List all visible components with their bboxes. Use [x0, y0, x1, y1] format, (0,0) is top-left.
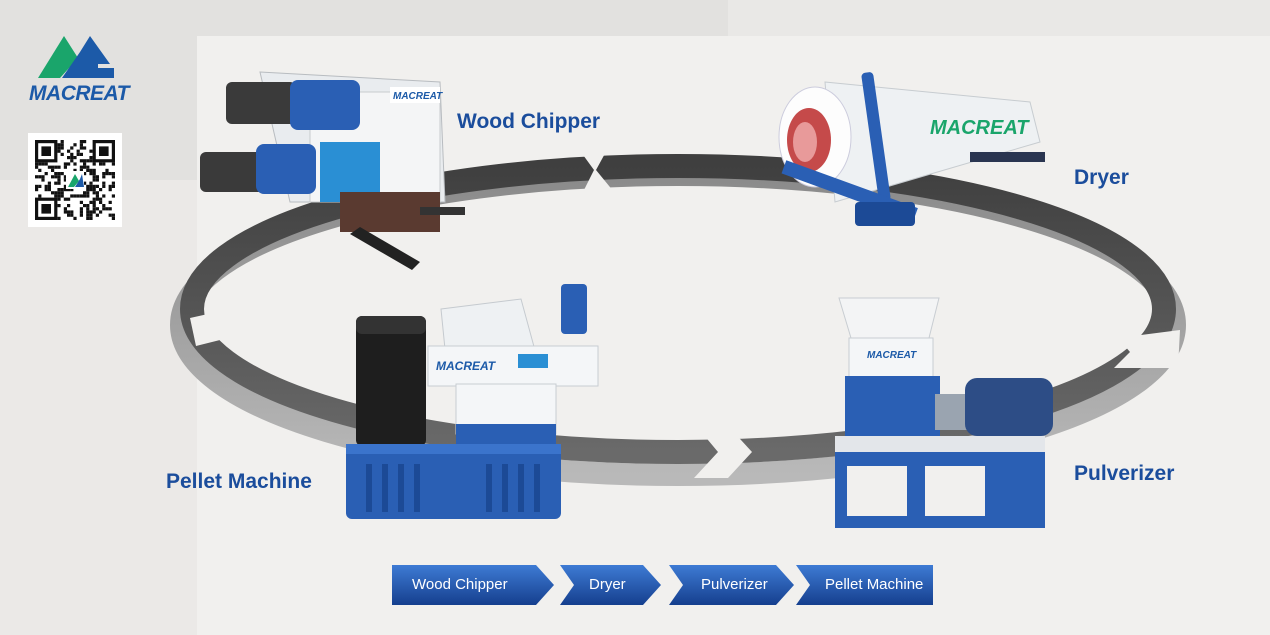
flow-step-label: Dryer	[589, 576, 626, 593]
svg-text:MACREAT: MACREAT	[393, 91, 443, 102]
macreat-logo-icon	[38, 36, 114, 78]
svg-text:MACREAT: MACREAT	[930, 117, 1030, 139]
pulverizer-image: MACREAT	[835, 297, 1053, 528]
flow-step-dryer[interactable]: Dryer	[560, 565, 661, 605]
flow-step-pellet-machine[interactable]: Pellet Machine	[796, 565, 933, 605]
arrow-right-icon	[560, 565, 661, 605]
flow-step-label: Pulverizer	[701, 576, 768, 593]
dryer-image: MACREAT	[778, 72, 1045, 226]
flow-step-wood-chipper[interactable]: Wood Chipper	[392, 565, 554, 605]
pellet-machine-image: MACREAT	[346, 284, 599, 519]
background-top-right	[728, 0, 1270, 36]
dryer-label: Dryer	[1074, 166, 1129, 189]
qr-code-icon	[35, 140, 115, 220]
pulverizer-label: Pulverizer	[1074, 462, 1175, 485]
qr-code[interactable]	[28, 133, 122, 227]
flow-step-label: Pellet Machine	[825, 576, 924, 593]
macreat-logo[interactable]: MACREAT	[28, 34, 130, 110]
arrow-end-icon	[796, 565, 933, 605]
arrow-right-icon	[669, 565, 794, 605]
logo-wordmark: MACREAT	[29, 82, 129, 105]
arrow-right-icon	[392, 565, 554, 605]
wood-chipper-image: MACREAT	[200, 71, 465, 270]
svg-text:MACREAT: MACREAT	[436, 359, 497, 373]
flow-step-label: Wood Chipper	[412, 576, 508, 593]
wood-chipper-label: Wood Chipper	[457, 110, 601, 133]
pellet-machine-label: Pellet Machine	[166, 470, 312, 493]
svg-text:MACREAT: MACREAT	[867, 350, 917, 361]
flow-step-pulverizer[interactable]: Pulverizer	[669, 565, 794, 605]
